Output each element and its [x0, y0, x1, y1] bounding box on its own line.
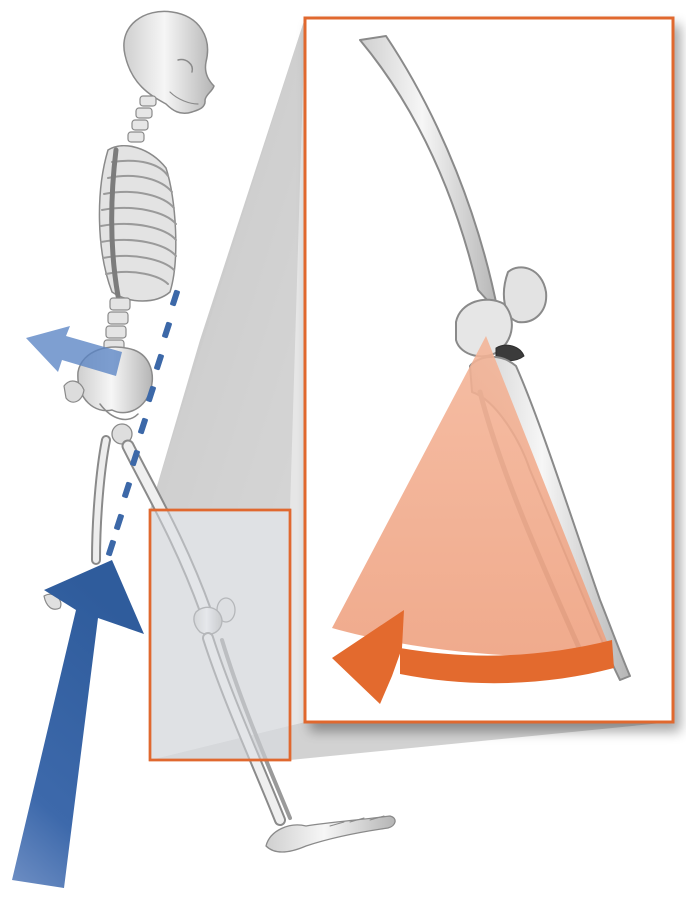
knee-highlight-box [150, 510, 290, 760]
ribcage [99, 146, 176, 301]
